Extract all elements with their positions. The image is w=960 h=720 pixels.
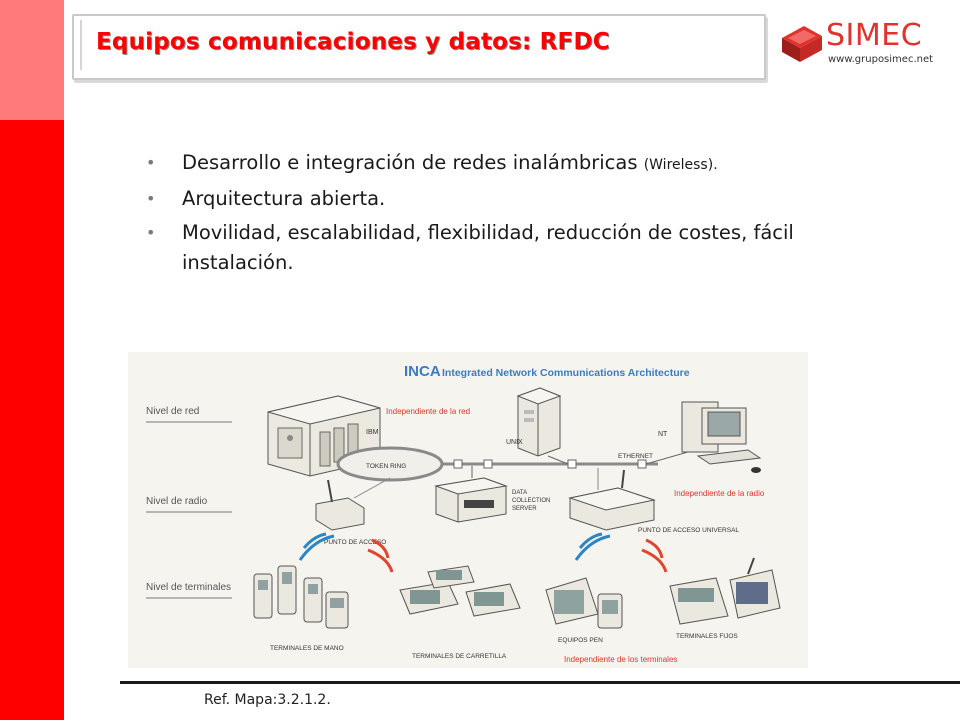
label-terminales-carretilla: TERMINALES DE CARRETILLA (412, 653, 507, 660)
label-nt: NT (658, 431, 668, 438)
bullet-text: Arquitectura abierta. (182, 187, 386, 210)
label-terminales-fijos: TERMINALES FIJOS (676, 633, 738, 640)
logo-name: SIMEC (826, 18, 923, 53)
bullet-item: • Movilidad, escalabilidad, flexibilidad… (144, 218, 844, 278)
radio-waves-blue-right (574, 532, 611, 561)
label-ibm: IBM (366, 429, 379, 436)
note-independiente-terminales: Independiente de los terminales (564, 655, 677, 664)
label-punto-acceso: PUNTO DE ACCESO (324, 539, 386, 546)
handheld-terminals-illustration (253, 565, 349, 629)
bullet-text: Movilidad, escalabilidad, flexibilidad, … (182, 221, 794, 274)
diagram-heading-rest: Integrated Network Communications Archit… (442, 367, 690, 379)
label-token-ring: TOKEN RING (366, 463, 406, 470)
bullet-dot: • (146, 223, 156, 242)
bullet-list: • Desarrollo e integración de redes inal… (144, 148, 844, 282)
title-frame-inner (80, 20, 758, 70)
left-accent-bar-top (0, 0, 64, 120)
diagram-heading-bold: INCA (404, 363, 441, 380)
simec-logo-mark (782, 26, 822, 62)
title-frame (72, 14, 766, 80)
universal-access-point-illustration (568, 468, 656, 531)
nt-workstation-illustration (645, 401, 762, 473)
slide-title: Equipos comunicaciones y datos: RFDC (96, 29, 610, 55)
label-unix: UNIX (506, 439, 523, 446)
simec-logo (782, 26, 822, 62)
level-label-radio: Nivel de radio (146, 496, 208, 507)
level-label-terminales: Nivel de terminales (146, 582, 231, 593)
data-collection-server-illustration (434, 466, 508, 523)
radio-waves-blue-left (298, 532, 335, 561)
footer-reference: Ref. Mapa:3.2.1.2. (204, 692, 331, 708)
label-punto-acceso-universal: PUNTO DE ACCESO UNIVERSAL (638, 527, 739, 534)
level-label-red: Nivel de red (146, 406, 199, 417)
label-equipos-pen: EQUIPOS PEN (558, 637, 603, 644)
bullet-item: • Arquitectura abierta. (144, 184, 844, 214)
radio-waves-red-right (641, 538, 668, 573)
vehicle-terminals-illustration (399, 565, 521, 617)
label-data-collection-2: COLLECTION (512, 498, 550, 504)
inca-architecture-diagram: INCA Integrated Network Communications A… (128, 352, 808, 668)
network-connector (483, 459, 493, 469)
bullet-dot: • (146, 189, 156, 208)
network-connector (567, 459, 577, 469)
network-connector (453, 459, 463, 469)
label-data-collection-3: SERVER (512, 506, 537, 512)
note-independiente-radio: Independiente de la radio (674, 489, 765, 498)
label-terminales-mano: TERMINALES DE MANO (270, 645, 344, 652)
bullet-note: (Wireless). (643, 157, 718, 173)
bullet-item: • Desarrollo e integración de redes inal… (144, 148, 844, 180)
label-ethernet: ETHERNET (618, 453, 653, 460)
unix-server-illustration (516, 387, 569, 465)
radio-waves-red-left (367, 538, 394, 573)
pen-devices-illustration (545, 577, 623, 629)
label-data-collection-1: DATA (512, 490, 527, 496)
bullet-text: Desarrollo e integración de redes inalám… (182, 151, 644, 174)
ibm-mainframe-illustration (267, 395, 381, 477)
footer-divider (120, 681, 960, 684)
fixed-terminals-illustration (669, 557, 781, 625)
logo-url: www.gruposimec.net (828, 54, 934, 65)
bullet-dot: • (146, 153, 156, 172)
network-connector (637, 459, 647, 469)
access-point-illustration (315, 477, 391, 531)
note-independiente-red: Independiente de la red (386, 407, 470, 416)
left-accent-bar (0, 0, 64, 720)
